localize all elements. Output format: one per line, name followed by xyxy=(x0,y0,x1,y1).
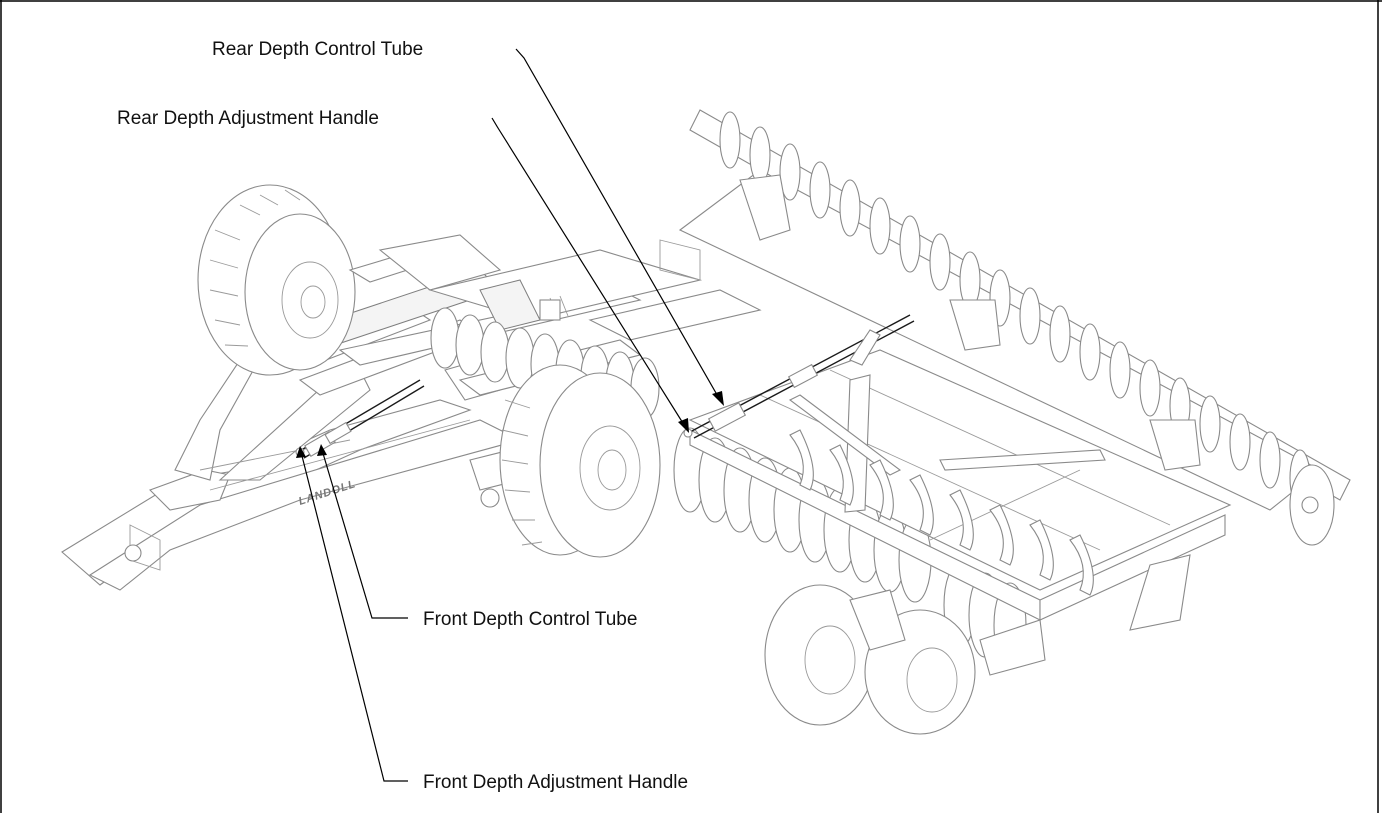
implement-frame xyxy=(688,349,1232,621)
callout-rear-depth-control-tube: Rear Depth Control Tube xyxy=(212,39,423,60)
leader-lines xyxy=(296,48,724,782)
arrowhead-rear-control-tube xyxy=(712,391,724,406)
arrowhead-rear-adjust-handle xyxy=(678,418,689,433)
callout-front-depth-control-tube: Front Depth Control Tube xyxy=(423,609,637,630)
callout-front-depth-adjustment-handle: Front Depth Adjustment Handle xyxy=(423,772,688,793)
rear-depth-control-tube-art xyxy=(683,314,915,439)
callout-rear-depth-adjustment-handle: Rear Depth Adjustment Handle xyxy=(117,108,379,129)
rear-rolling-basket xyxy=(659,109,1351,546)
tillage-machine-drawing: LANDOLL xyxy=(61,109,1351,735)
leader-rear-adjust-handle xyxy=(491,117,687,429)
leader-rear-control-tube xyxy=(515,48,721,401)
callouts: Rear Depth Control Tube Rear Depth Adjus… xyxy=(117,39,688,793)
right-transport-wheel xyxy=(499,364,661,558)
shank-row xyxy=(789,429,1094,596)
arrowhead-front-control-tube xyxy=(317,444,327,456)
leader-front-control-tube xyxy=(321,449,408,619)
rear-gauge-wheels xyxy=(764,554,1191,735)
arrowhead-front-adjust-handle xyxy=(296,446,306,458)
left-transport-wheel xyxy=(197,184,356,376)
leader-front-adjust-handle xyxy=(300,451,408,782)
